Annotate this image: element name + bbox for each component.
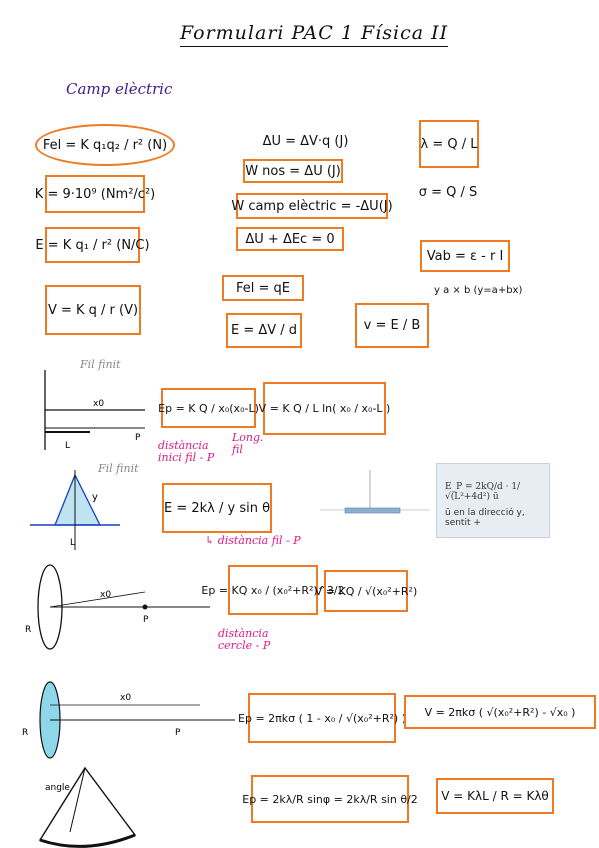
svg-text:R: R — [22, 728, 28, 738]
disc-field: Ep = 2πkσ ( 1 - x₀ / √(x₀²+R²) ) — [238, 693, 406, 743]
rod-sketch — [320, 470, 430, 514]
work-field-formula: W camp elèctric = -ΔU(J) — [231, 193, 393, 219]
energy-conservation-formula: ΔU + ΔEc = 0 — [236, 227, 344, 251]
work-nos-text: W nos = ΔU (J) — [245, 163, 341, 179]
electric-field-formula: E = K q₁ / r² (N/C) — [35, 227, 150, 263]
reference-panel-text: ū en la direcció y, sentit + — [445, 508, 525, 528]
svg-text:L: L — [65, 441, 70, 451]
coulomb-law-text: Fel = K q₁q₂ / r² (N) — [42, 137, 168, 153]
arc-potential-text: V = KλL / R = Kλθ — [441, 789, 549, 803]
svg-text:x0: x0 — [120, 693, 131, 703]
disc-diagram: x0 P R — [22, 681, 235, 759]
infinite-wire-field: E = 2kλ / y sin θ — [162, 483, 272, 533]
velocity-text: v = E / B — [363, 318, 421, 333]
coulomb-constant-text: K = 9·10⁹ (Nm²/c²) — [34, 186, 156, 202]
field-potential-text: E = ΔV / d — [230, 323, 298, 338]
finite-wire-field-text: Ep = K Q / x₀(x₀-L) — [158, 401, 259, 415]
note-distance-ring: distància cercle - P — [218, 627, 271, 652]
note-distance-wire: ↳ distància fil - P — [205, 534, 301, 547]
note-wire-length: Long. fil — [232, 431, 264, 456]
svg-text:P: P — [135, 433, 141, 443]
finite-wire-diagram: x0 P L — [44, 370, 145, 451]
arc-field-text: Ep = 2kλ/R sinφ = 2kλ/R sin θ/2 — [242, 792, 418, 806]
finite-wire-label: Fil finit — [80, 358, 121, 371]
arc-diagram: angle — [38, 766, 137, 848]
finite-wire-potential: V = K Q / L ln( x₀ / x₀-L ) — [259, 382, 390, 435]
delta-u-text: ΔU = ΔV·q (J) — [262, 133, 349, 149]
velocity-formula: v = E / B — [355, 303, 429, 348]
ring-potential: V = KQ / √(x₀²+R²) — [315, 570, 417, 612]
arc-potential: V = KλL / R = Kλθ — [436, 778, 554, 814]
delta-u-formula: ΔU = ΔV·q (J) — [248, 130, 363, 152]
finite-wire-potential-text: V = K Q / L ln( x₀ / x₀-L ) — [258, 402, 391, 415]
infinite-wire-label: Fil finit — [98, 462, 139, 475]
svg-text:x0: x0 — [93, 399, 104, 409]
coulomb-law-formula: Fel = K q₁q₂ / r² (N) — [35, 124, 175, 166]
ring-field-text: Ep = KQ x₀ / (x₀²+R²)^3/2 — [201, 583, 345, 597]
section-heading: Camp elèctric — [66, 80, 173, 98]
electric-field-text: E = K q₁ / r² (N/C) — [35, 237, 150, 253]
page-title: Formulari PAC 1 Física II — [180, 22, 449, 47]
field-potential-formula: E = ΔV / d — [226, 313, 302, 348]
force-qe-formula: Fel = qE — [222, 275, 304, 301]
svg-text:angle: angle — [45, 783, 70, 793]
arc-field: Ep = 2kλ/R sinφ = 2kλ/R sin θ/2 — [242, 775, 418, 823]
work-nos-formula: W nos = ΔU (J) — [243, 159, 343, 183]
disc-field-text: Ep = 2πkσ ( 1 - x₀ / √(x₀²+R²) ) — [238, 711, 406, 725]
lambda-formula: λ = Q / L — [419, 120, 479, 168]
disc-potential-text: V = 2πkσ ( √(x₀²+R²) - √x₀ ) — [424, 705, 576, 719]
ring-diagram: x0 P R — [25, 564, 210, 650]
potential-formula: V = K q / r (V) — [45, 285, 141, 335]
vab-text: Vab = ε - r I — [426, 248, 504, 264]
svg-text:x0: x0 — [100, 590, 111, 600]
reference-panel: E_P = 2kQ/d · 1/√(L²+4d²) ū ū en la dire… — [436, 463, 550, 538]
lambda-text: λ = Q / L — [420, 136, 478, 152]
sigma-text: σ = Q / S — [418, 184, 478, 200]
vab-formula: Vab = ε - r I — [420, 240, 510, 272]
infinite-wire-field-text: E = 2kλ / y sin θ — [163, 500, 271, 516]
disc-potential: V = 2πkσ ( √(x₀²+R²) - √x₀ ) — [404, 695, 596, 729]
svg-text:y: y — [92, 492, 98, 503]
infinite-wire-diagram: y L — [30, 470, 120, 550]
svg-text:R: R — [25, 625, 31, 635]
energy-conservation-text: ΔU + ΔEc = 0 — [245, 231, 335, 247]
reference-panel-formula: E_P = 2kQ/d · 1/√(L²+4d²) ū — [445, 482, 521, 502]
ring-potential-text: V = KQ / √(x₀²+R²) — [314, 584, 418, 598]
vab-note: y a × b (y=a+bx) — [434, 285, 523, 296]
coulomb-constant-formula: K = 9·10⁹ (Nm²/c²) — [35, 175, 155, 213]
sigma-formula: σ = Q / S — [418, 172, 478, 212]
work-field-text: W camp elèctric = -ΔU(J) — [231, 198, 393, 214]
svg-text:L: L — [70, 538, 75, 548]
ring-field: Ep = KQ x₀ / (x₀²+R²)^3/2 — [201, 565, 345, 615]
svg-text:P: P — [143, 615, 149, 625]
finite-wire-field: Ep = K Q / x₀(x₀-L) — [158, 388, 259, 428]
svg-text:P: P — [175, 728, 181, 738]
force-qe-text: Fel = qE — [236, 280, 290, 296]
note-distance-start: distància inici fil - P — [158, 439, 215, 464]
potential-text: V = K q / r (V) — [47, 302, 139, 318]
